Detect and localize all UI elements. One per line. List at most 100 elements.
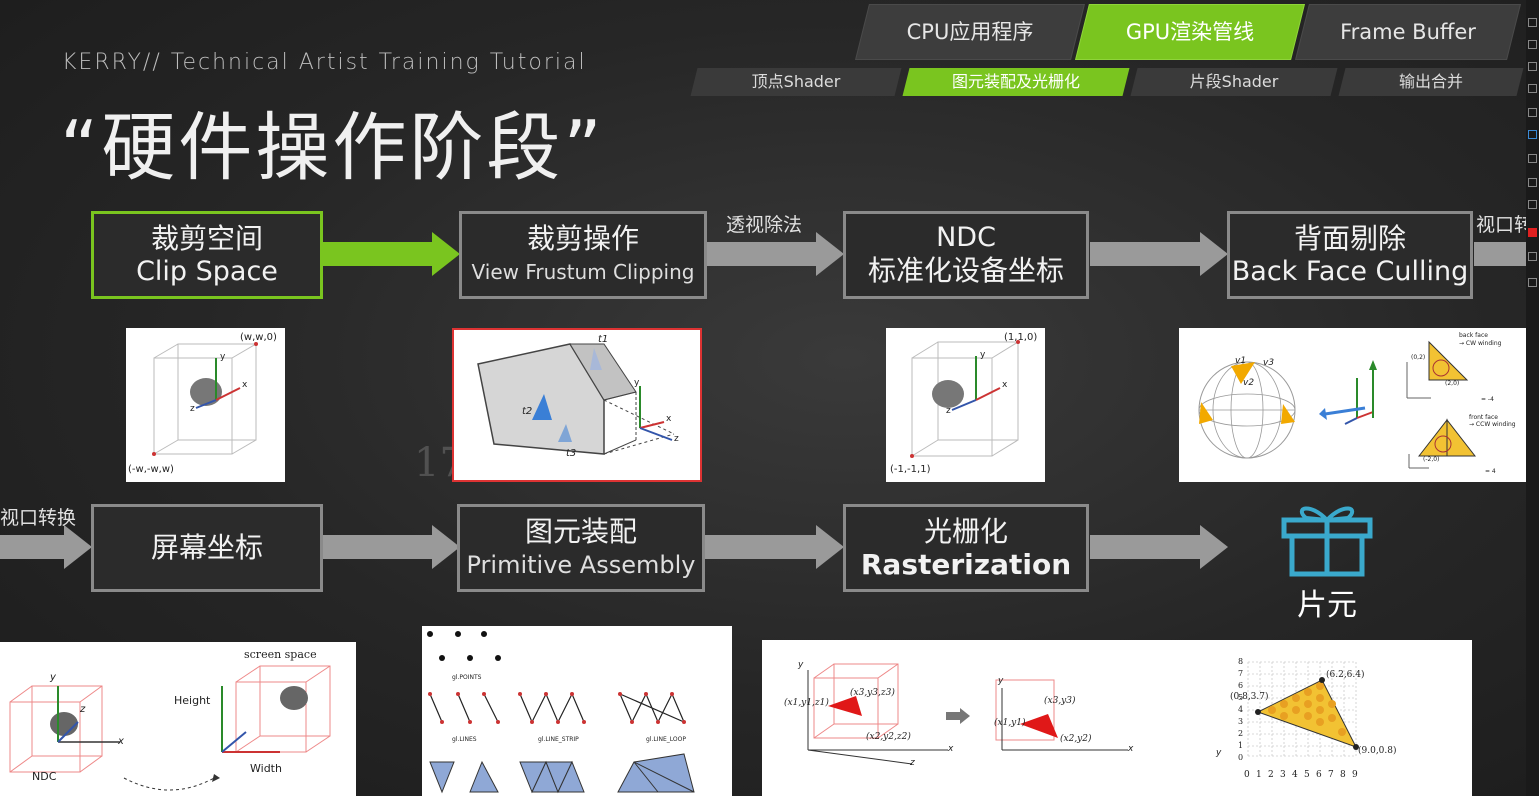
stage-title-en: Rasterization xyxy=(860,548,1072,581)
corner-label-bottom: (-w,-w,w) xyxy=(128,464,174,475)
x-tick: 8 xyxy=(1340,770,1346,780)
corner-label-top: (w,w,0) xyxy=(240,332,277,343)
fragment-label: 片元 xyxy=(1297,588,1357,623)
stage-title-zh: 图元装配 xyxy=(524,515,637,548)
gl-points-label: gl.POINTS xyxy=(452,674,482,681)
axis-x-label: x xyxy=(1002,380,1008,390)
raster-y-ticks: 8 7 6 5 4 3 2 1 0 xyxy=(1238,656,1246,764)
x-tick: 5 xyxy=(1304,770,1310,780)
axis-x-label: x xyxy=(1128,744,1134,754)
determinant-label: = 4 xyxy=(1485,468,1496,475)
more-tools-icon[interactable] xyxy=(1528,278,1537,287)
y-tick: 7 xyxy=(1238,669,1244,678)
stage-frustum-clipping: 裁剪操作 View Frustum Clipping xyxy=(459,211,707,299)
axis-x-label: x xyxy=(118,736,124,747)
point-label: (x3,y3,z3) xyxy=(850,688,895,698)
point-label: (0,2) xyxy=(1411,354,1426,361)
eraser-tool-icon[interactable] xyxy=(1528,200,1537,209)
axis-x-label: x xyxy=(242,380,248,390)
axis-y-label: y xyxy=(50,672,56,683)
raster-x-ticks: 0 1 2 3 4 5 6 7 8 9 xyxy=(1244,770,1364,780)
x-tick: 9 xyxy=(1352,770,1358,780)
point-label: (x3,y3) xyxy=(1044,696,1076,706)
brand-text: KERRY// Technical Artist Training Tutori… xyxy=(62,50,587,75)
vertex-label: v3 xyxy=(1263,358,1275,368)
width-label: Width xyxy=(250,762,282,775)
highlighter-tool-icon[interactable] xyxy=(1528,108,1537,117)
raster-vertex-label: (0.8,3.7) xyxy=(1230,692,1269,702)
point-label: (2,0) xyxy=(1445,380,1460,387)
color-swatch-icon[interactable] xyxy=(1528,228,1537,237)
gl-line-strip-label: gl.LINE_STRIP xyxy=(538,736,579,743)
arrow-tool-icon[interactable] xyxy=(1528,84,1537,93)
rectangle-tool-icon[interactable] xyxy=(1528,130,1537,139)
stage-title-zh: 屏幕坐标 xyxy=(150,531,263,564)
stage-title-zh: 裁剪操作 xyxy=(526,222,639,255)
stage-primitive-assembly: 图元装配 Primitive Assembly xyxy=(457,504,705,592)
axis-z-label: z xyxy=(674,434,679,444)
axis-z-label: z xyxy=(910,758,915,768)
axis-x-label: x xyxy=(948,744,954,754)
line-tool-icon[interactable] xyxy=(1528,62,1537,71)
point-label: (x1,y1,z1) xyxy=(784,698,829,708)
y-tick: 6 xyxy=(1238,681,1244,690)
point-label: (x2,y2) xyxy=(1060,734,1092,744)
x-tick: 7 xyxy=(1328,770,1334,780)
height-label: Height xyxy=(174,694,211,707)
x-tick: 2 xyxy=(1268,770,1274,780)
cw-label: → CW winding xyxy=(1459,340,1502,347)
stage-title-en: NDC xyxy=(936,222,996,253)
y-tick: 1 xyxy=(1238,741,1244,750)
axis-y-label: y xyxy=(980,350,986,360)
stage-title-zh: 标准化设备坐标 xyxy=(867,254,1064,287)
label-viewport-transform-right: 视口转 xyxy=(1476,214,1534,236)
axis-z-label: z xyxy=(80,704,86,715)
stamp-tool-icon[interactable] xyxy=(1528,154,1537,163)
label-viewport-transform-left: 视口转换 xyxy=(0,507,77,529)
x-tick: 0 xyxy=(1244,770,1250,780)
text-tool-icon[interactable] xyxy=(1528,178,1537,187)
vertex-label: v1 xyxy=(1235,356,1247,366)
y-tick: 2 xyxy=(1238,729,1244,738)
triangle-t2-label: t2 xyxy=(522,406,533,417)
thickness-tool-icon[interactable] xyxy=(1528,252,1537,261)
corner-label-bottom: (-1,-1,1) xyxy=(890,464,931,475)
y-tick: 3 xyxy=(1238,717,1244,726)
pen-tool-icon[interactable] xyxy=(1528,40,1537,49)
point-label: (x2,y2,z2) xyxy=(866,732,911,742)
point-label: (-2,0) xyxy=(1423,456,1440,463)
stage-title-zh: 光栅化 xyxy=(923,515,1008,548)
stage-back-face-culling: 背面剔除 Back Face Culling xyxy=(1227,211,1473,299)
cursor-tool-icon[interactable] xyxy=(1528,18,1537,27)
panel-screen-coords: NDC screen space Height Width y x z xyxy=(0,642,356,796)
stage-title-en: Back Face Culling xyxy=(1231,256,1469,287)
x-tick: 4 xyxy=(1292,770,1298,780)
back-face-label: back face xyxy=(1459,332,1488,339)
gl-lines-label: gl.LINES xyxy=(452,736,477,743)
stage-ndc: NDC 标准化设备坐标 xyxy=(843,211,1089,299)
y-tick: 0 xyxy=(1238,753,1244,762)
panel-ndc: (1,1,0) (-1,-1,1) y x z xyxy=(886,328,1045,482)
y-tick: 4 xyxy=(1238,705,1244,714)
panel-clip-space: (w,w,0) (-w,-w,w) y x z xyxy=(126,328,285,482)
axis-y-label: y xyxy=(1216,748,1222,758)
triangle-t1-label: t1 xyxy=(598,334,609,345)
ndc-label: NDC xyxy=(32,770,57,783)
raster-vertex-label: (9.0,0.8) xyxy=(1358,746,1397,756)
gl-line-loop-label: gl.LINE_LOOP xyxy=(646,736,686,743)
y-tick: 8 xyxy=(1238,657,1244,666)
stage-title-en: Primitive Assembly xyxy=(466,551,696,579)
axis-y-label: y xyxy=(798,660,804,670)
gift-icon xyxy=(1281,506,1373,577)
y-tick: 5 xyxy=(1238,693,1244,702)
screen-space-label: screen space xyxy=(244,648,317,661)
x-tick: 1 xyxy=(1256,770,1262,780)
point-label: (x1,y1) xyxy=(994,718,1026,728)
axis-z-label: z xyxy=(946,406,951,416)
corner-label-top: (1,1,0) xyxy=(1004,332,1038,343)
panel-frustum-clipping: t1 t2 t3 y x z xyxy=(452,328,702,482)
label-perspective-divide: 透视除法 xyxy=(726,214,803,236)
determinant-label: = -4 xyxy=(1481,396,1494,403)
stage-screen-coords: 屏幕坐标 xyxy=(91,504,323,592)
